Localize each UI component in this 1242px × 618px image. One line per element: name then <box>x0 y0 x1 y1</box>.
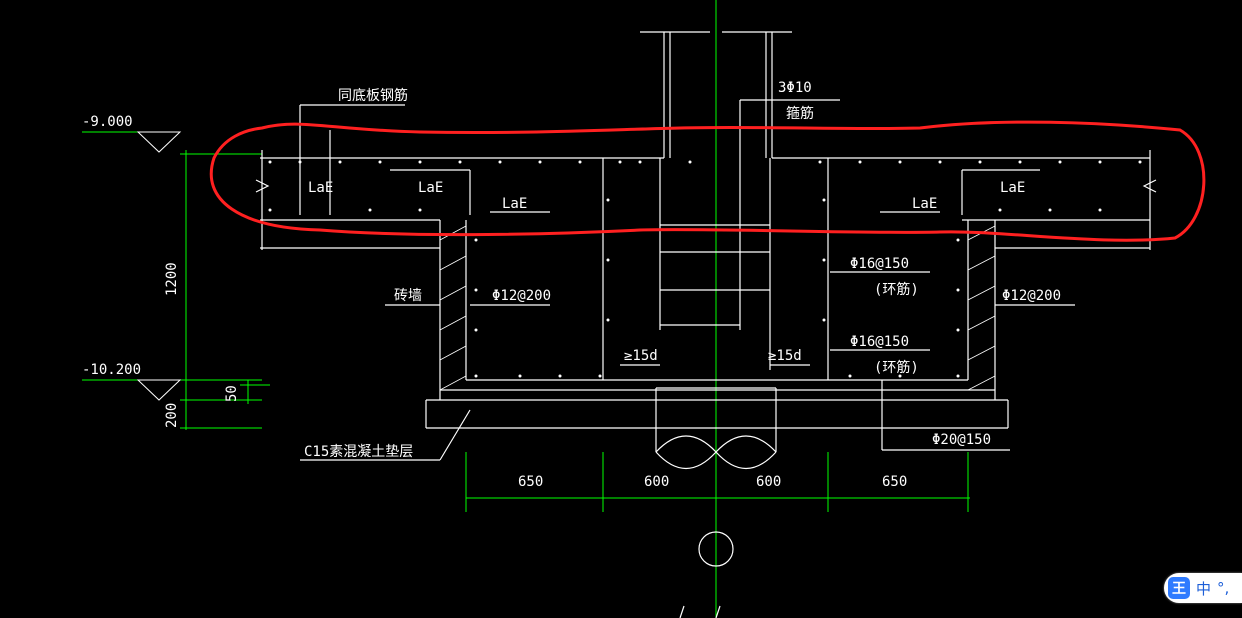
ime-chinese-mode[interactable]: 中 <box>1196 579 1212 598</box>
rebar-12-left-label: Φ12@200 <box>492 288 551 304</box>
ring-bottom-label: (环筋) <box>874 359 919 376</box>
rebar-16-top-label: Φ16@150 <box>850 256 909 272</box>
ime-toolbar[interactable]: 王 中 °, <box>1164 573 1242 603</box>
dim-650-left: 650 <box>518 474 543 490</box>
brick-wall-label: 砖墙 <box>394 288 422 304</box>
dim-650-right: 650 <box>882 474 907 490</box>
dim-200-label: 200 <box>164 403 180 428</box>
red-highlight-loop <box>209 120 1206 242</box>
bottom-rebar-label: 同底板钢筋 <box>338 87 408 104</box>
rebar-dots <box>268 160 1142 378</box>
dimension-lines <box>82 0 970 618</box>
foundation-outline <box>255 31 1157 618</box>
column-bars-label: 3Φ10 <box>778 80 812 96</box>
lae-label-5: LaE <box>1000 180 1025 196</box>
lae-label-3: LaE <box>502 196 527 212</box>
ime-logo-icon[interactable]: 王 <box>1168 577 1190 599</box>
ge15d-left-label: ≥15d <box>624 348 658 364</box>
stirrup-label: 箍筋 <box>786 105 814 122</box>
ge15d-right-label: ≥15d <box>768 348 802 364</box>
lae-label-4: LaE <box>912 196 937 212</box>
dim-50-label: 50 <box>224 385 240 402</box>
lae-label-2: LaE <box>418 180 443 196</box>
dim-600-right: 600 <box>756 474 781 490</box>
elevation-markers <box>136 131 182 401</box>
lae-label-1: LaE <box>308 180 333 196</box>
ime-punct-mode[interactable]: °, <box>1217 579 1230 597</box>
rebar-12-right-label: Φ12@200 <box>1002 288 1061 304</box>
rebar-20-label: Φ20@150 <box>932 432 991 448</box>
rebar-16-bottom-label: Φ16@150 <box>850 334 909 350</box>
dim-600-left: 600 <box>644 474 669 490</box>
elev-bottom-label: -10.200 <box>82 362 141 378</box>
ring-top-label: (环筋) <box>874 281 919 298</box>
elev-top-label: -9.000 <box>82 114 133 130</box>
cushion-label: C15素混凝土垫层 <box>304 444 413 460</box>
dim-height-label: 1200 <box>164 262 180 296</box>
